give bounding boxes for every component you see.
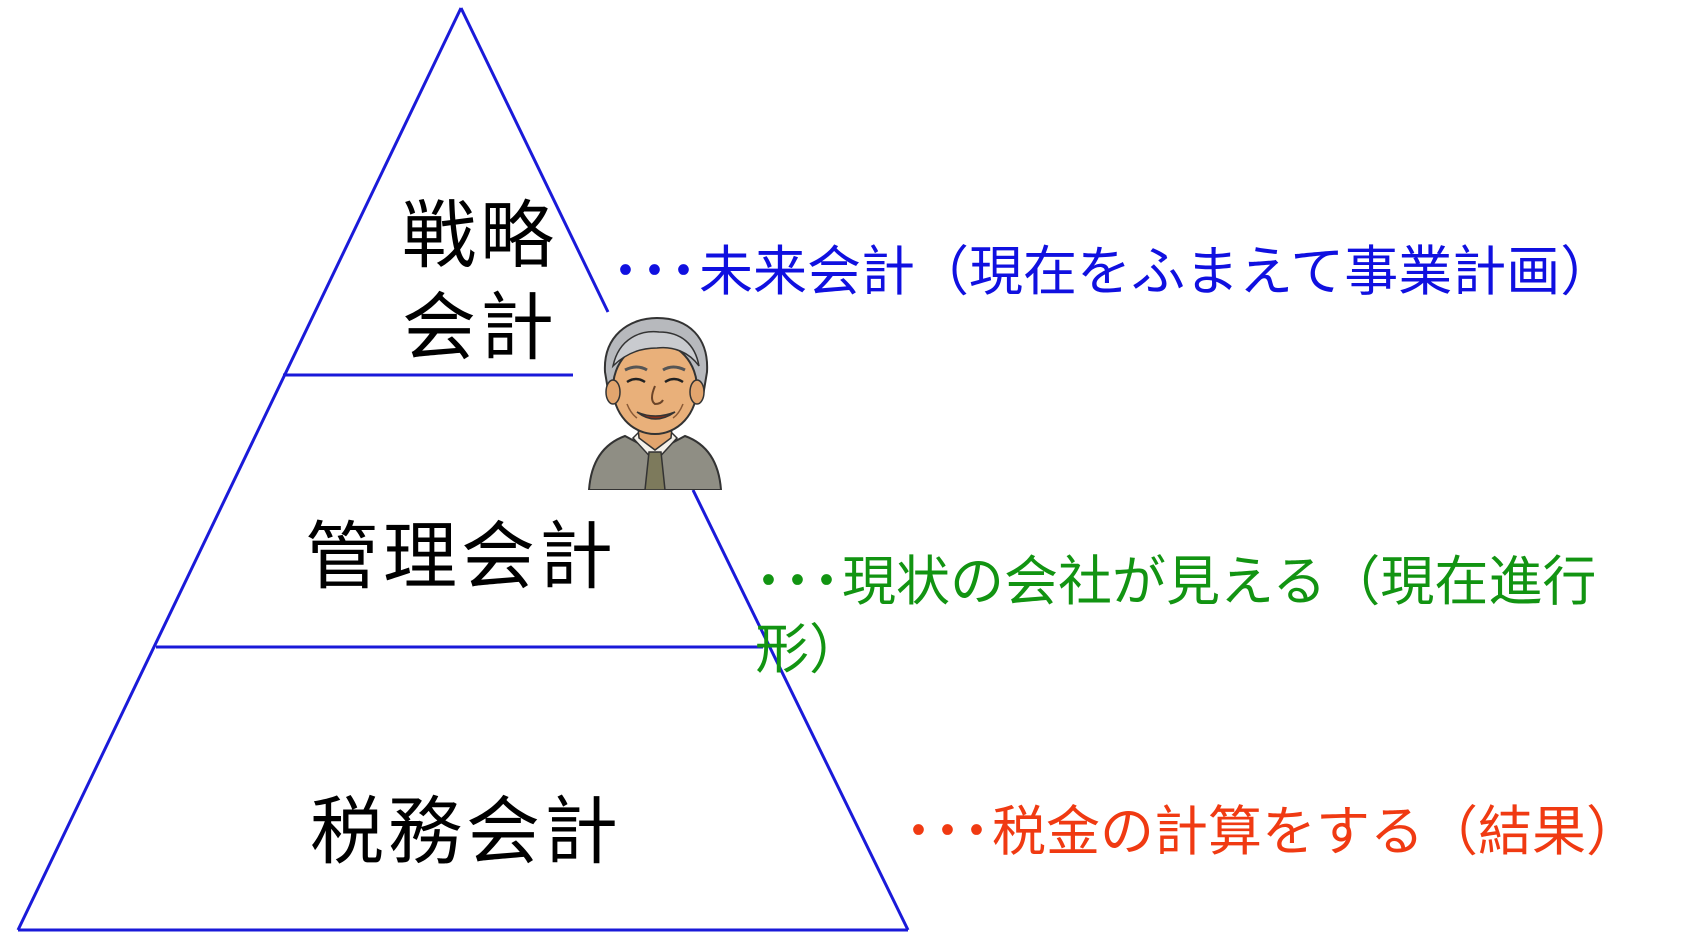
- advisor-eye-right: [664, 377, 684, 384]
- description-tax-text: 税金の計算をする（結果）: [992, 800, 1640, 863]
- description-management: ･･･現状の会社が見える（現在進行 形）: [755, 548, 1596, 683]
- description-management-dots: ･･･: [755, 550, 842, 613]
- pyramid-left-edge: [16, 7, 463, 931]
- tier-label-management: 管理会計: [305, 514, 617, 600]
- pyramid-outline: [16, 7, 910, 932]
- pyramid-right-edge-top: [459, 7, 610, 313]
- description-strategy: ･･･未来会計（現在をふまえて事業計画）: [612, 238, 1614, 306]
- tier-label-strategy-line1: 戦略: [402, 193, 558, 279]
- description-tax: ･･･税金の計算をする（結果）: [905, 798, 1640, 866]
- advisor-cheek-right: [672, 403, 684, 419]
- advisor-eye-left: [626, 377, 646, 384]
- advisor-portrait-icon: [587, 316, 723, 490]
- tier-label-strategy-line2: 会計: [402, 285, 558, 371]
- description-strategy-dots: ･･･: [612, 240, 699, 303]
- advisor-hair-front: [611, 330, 700, 369]
- description-management-text-line2: 形）: [755, 617, 863, 681]
- tier-label-strategy: 戦略 会計: [380, 190, 580, 374]
- advisor-eyebrow-right: [662, 365, 686, 372]
- advisor-cheek-left: [626, 403, 638, 419]
- advisor-eyebrow-left: [624, 365, 648, 372]
- advisor-ear-left: [605, 379, 621, 405]
- advisor-ear-right: [689, 379, 705, 405]
- advisor-nose: [651, 385, 664, 406]
- description-strategy-text: 未来会計（現在をふまえて事業計画）: [699, 240, 1615, 303]
- description-tax-dots: ･･･: [905, 800, 992, 863]
- tier-label-tax: 税務会計: [310, 789, 622, 875]
- pyramid-right-edge-bottom: [691, 489, 910, 931]
- advisor-mouth: [636, 411, 676, 420]
- advisor-tie: [644, 451, 666, 490]
- description-management-text-line1: 現状の会社が見える（現在進行: [842, 550, 1597, 613]
